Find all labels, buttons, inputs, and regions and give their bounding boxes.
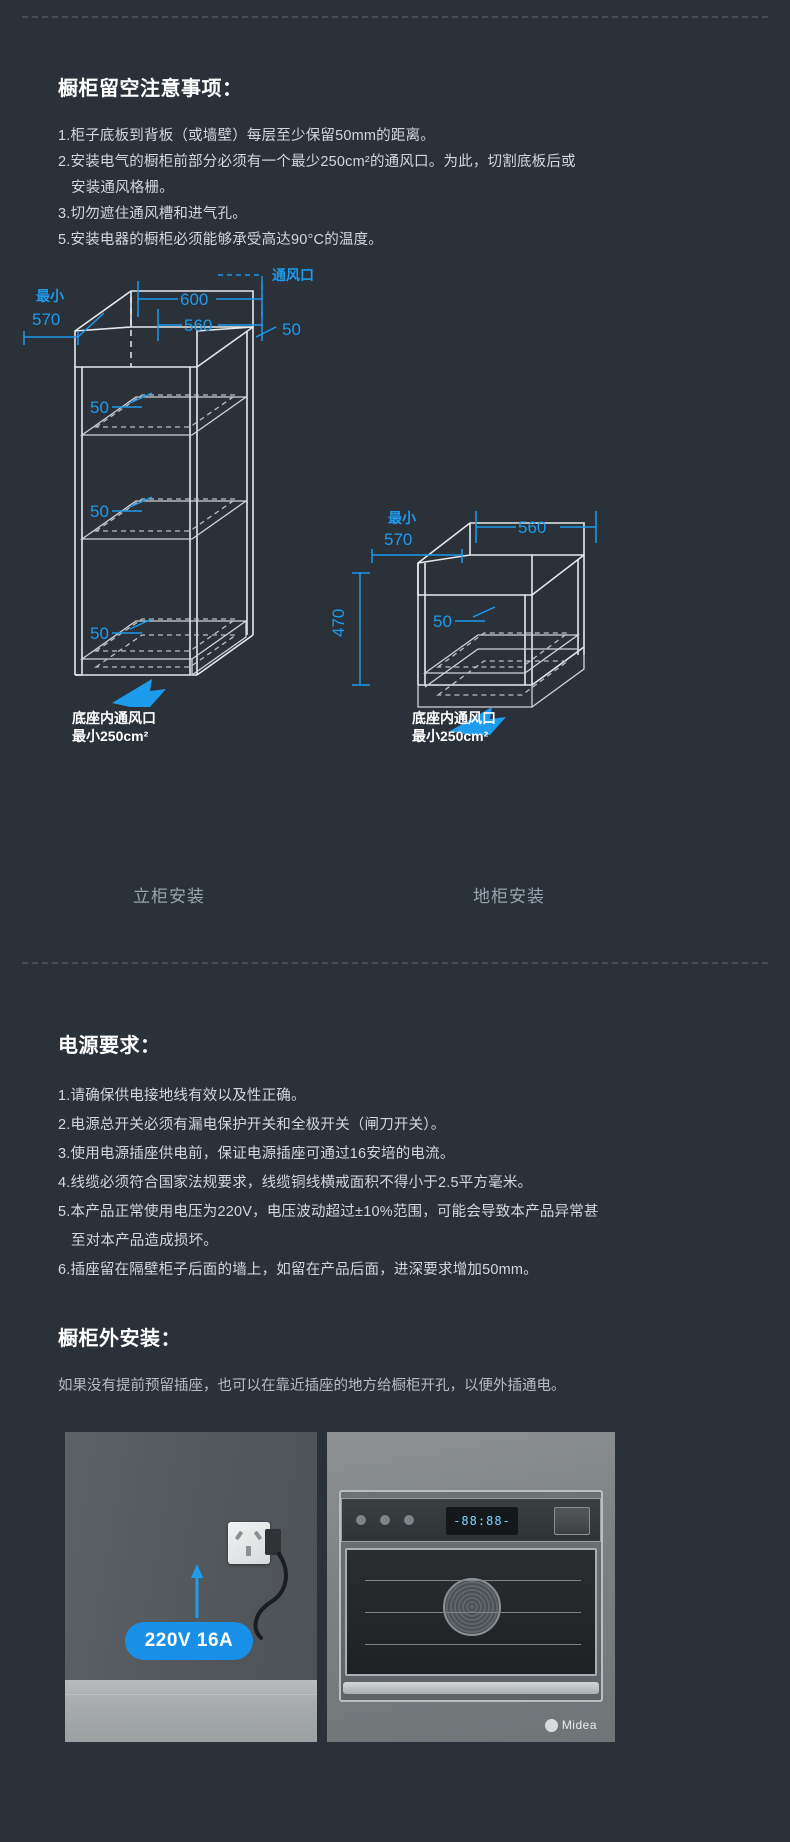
svg-text:50: 50 — [90, 398, 109, 417]
midea-mark-icon — [544, 1718, 558, 1732]
cabinet-note-1: 1.柜子底板到背板（或墙壁）每层至少保留50mm的距离。 — [58, 128, 435, 144]
svg-text:570: 570 — [384, 530, 412, 549]
socket-slot-left — [234, 1530, 244, 1541]
divider-middle — [22, 962, 768, 964]
dim-600: 600 — [137, 281, 263, 317]
section-outside-cabinet-install: 橱柜外安装： 如果没有提前预留插座，也可以在靠近插座的地方给橱柜开孔，以便外插通… — [58, 1322, 738, 1395]
shelf-gap-marks: 50 50 50 — [90, 392, 153, 643]
outside-install-photo: 220V 16A -88:88- Midea — [65, 1432, 615, 1742]
base-vent-line1-left: 底座内通风口 — [72, 710, 156, 726]
svg-text:50: 50 — [282, 320, 301, 339]
svg-text:600: 600 — [180, 290, 208, 309]
diagram-svg: .wl { fill:none; stroke:#e6e9ec; stroke-… — [23, 267, 597, 744]
dim-50-back: 50 — [255, 320, 301, 339]
oven-knob — [554, 1507, 590, 1535]
cabinet-note-2: 2.安装电气的橱柜前部分必须有一个最少250cm²的通风口。为此，切割底板后或 — [58, 154, 576, 170]
oven-control-panel: -88:88- — [341, 1498, 601, 1542]
installation-diagrams: .wl { fill:none; stroke:#e6e9ec; stroke-… — [0, 255, 790, 915]
dim-560-right: 560 — [475, 511, 597, 543]
base-cabinet-drawing: 50 最小 570 560 — [329, 510, 597, 744]
section-cabinet-clearance: 橱柜留空注意事项： 1.柜子底板到背板（或墙壁）每层至少保留50mm的距离。 2… — [58, 72, 718, 253]
svg-text:560: 560 — [518, 518, 546, 537]
oven-display: -88:88- — [446, 1507, 518, 1535]
tall-cabinet-drawing: 50 50 50 600 560 — [23, 267, 314, 744]
cabinet-section-heading: 橱柜留空注意事项： — [58, 78, 243, 100]
cabinet-note-2-cont: 安装通风格栅。 — [71, 180, 174, 196]
svg-text:50: 50 — [90, 502, 109, 521]
base-vent-callout-right: 底座内通风口 最小250cm² — [412, 707, 506, 744]
photo-wall-socket: 220V 16A — [65, 1432, 317, 1742]
voltage-badge: 220V 16A — [125, 1622, 253, 1660]
outside-section-description: 如果没有提前预留插座，也可以在靠近插座的地方给橱柜开孔，以便外插通电。 — [58, 1378, 566, 1394]
power-note-4: 4.线缆必须符合国家法规要求，线缆铜线横戒面积不得小于2.5平方毫米。 — [58, 1175, 533, 1191]
cabinet-note-3: 3.切勿遮住通风槽和进气孔。 — [58, 206, 247, 222]
vent-top-callout: 通风口 — [218, 267, 314, 315]
shelf-1 — [79, 394, 249, 436]
svg-text:470: 470 — [329, 609, 348, 637]
outside-section-heading: 橱柜外安装： — [58, 1328, 181, 1350]
svg-text:50: 50 — [90, 624, 109, 643]
caption-base-cabinet: 地柜安装 — [473, 887, 545, 906]
oven-glass-door — [345, 1548, 597, 1676]
stone-countertop — [65, 1680, 317, 1742]
min-label-right: 最小 — [388, 510, 416, 526]
base-vent-line1-right: 底座内通风口 — [412, 710, 496, 726]
min-label-left: 最小 — [36, 288, 64, 304]
shelf-2 — [79, 498, 249, 540]
oven-rack-1 — [365, 1580, 581, 1581]
svg-text:570: 570 — [32, 310, 60, 329]
base-gap-50: 50 — [433, 606, 496, 631]
divider-top — [22, 16, 768, 18]
power-section-heading: 电源要求： — [58, 1035, 161, 1057]
power-plug — [265, 1529, 281, 1555]
power-note-5: 5.本产品正常使用电压为220V，电压波动超过±10%范围，可能会导致本产品异常… — [58, 1204, 599, 1220]
power-note-1: 1.请确保供电接地线有效以及性正确。 — [58, 1088, 306, 1104]
power-note-3: 3.使用电源插座供电前，保证电源插座可通过16安培的电流。 — [58, 1146, 455, 1162]
dim-470: 470 — [329, 572, 370, 686]
power-note-5-cont: 至对本产品造成损坏。 — [71, 1233, 218, 1249]
dim-570-left: 最小 570 — [23, 288, 105, 345]
svg-text:50: 50 — [433, 612, 452, 631]
oven-touch-key-1 — [356, 1515, 366, 1525]
photo-gap-divider — [317, 1432, 327, 1742]
section-power-requirements: 电源要求： 1.请确保供电接地线有效以及性正确。 2.电源总开关必须有漏电保护开… — [58, 1029, 738, 1285]
dim-560: 560 — [157, 309, 263, 341]
photo-built-in-oven: -88:88- Midea — [327, 1432, 615, 1742]
oven-touch-key-3 — [404, 1515, 414, 1525]
oven-fan-icon — [443, 1578, 501, 1636]
brand-name: Midea — [561, 1718, 597, 1732]
brand-logo: Midea — [544, 1718, 597, 1732]
power-socket — [228, 1522, 270, 1564]
vent-top-label: 通风口 — [272, 267, 314, 283]
base-vent-line2-right: 最小250cm² — [412, 728, 489, 744]
oven-door-handle — [343, 1682, 599, 1694]
base-vent-line2-left: 最小250cm² — [72, 728, 149, 744]
socket-slot-ground — [246, 1546, 251, 1556]
base-vent-callout-left: 底座内通风口 最小250cm² — [72, 679, 166, 744]
dim-570-right: 最小 570 — [371, 510, 463, 563]
socket-slot-right — [253, 1530, 263, 1541]
cabinet-note-5: 5.安装电器的橱柜必须能够承受高达90°C的温度。 — [58, 232, 383, 248]
power-note-6: 6.插座留在隔壁柜子后面的墙上，如留在产品后面，进深要求增加50mm。 — [58, 1262, 538, 1278]
oven-rack-2 — [365, 1612, 581, 1613]
oven-rack-3 — [365, 1644, 581, 1645]
oven-touch-key-2 — [380, 1515, 390, 1525]
svg-text:560: 560 — [184, 316, 212, 335]
caption-tall-cabinet: 立柜安装 — [133, 887, 205, 906]
power-note-2: 2.电源总开关必须有漏电保护开关和全极开关（闸刀开关）。 — [58, 1117, 446, 1133]
